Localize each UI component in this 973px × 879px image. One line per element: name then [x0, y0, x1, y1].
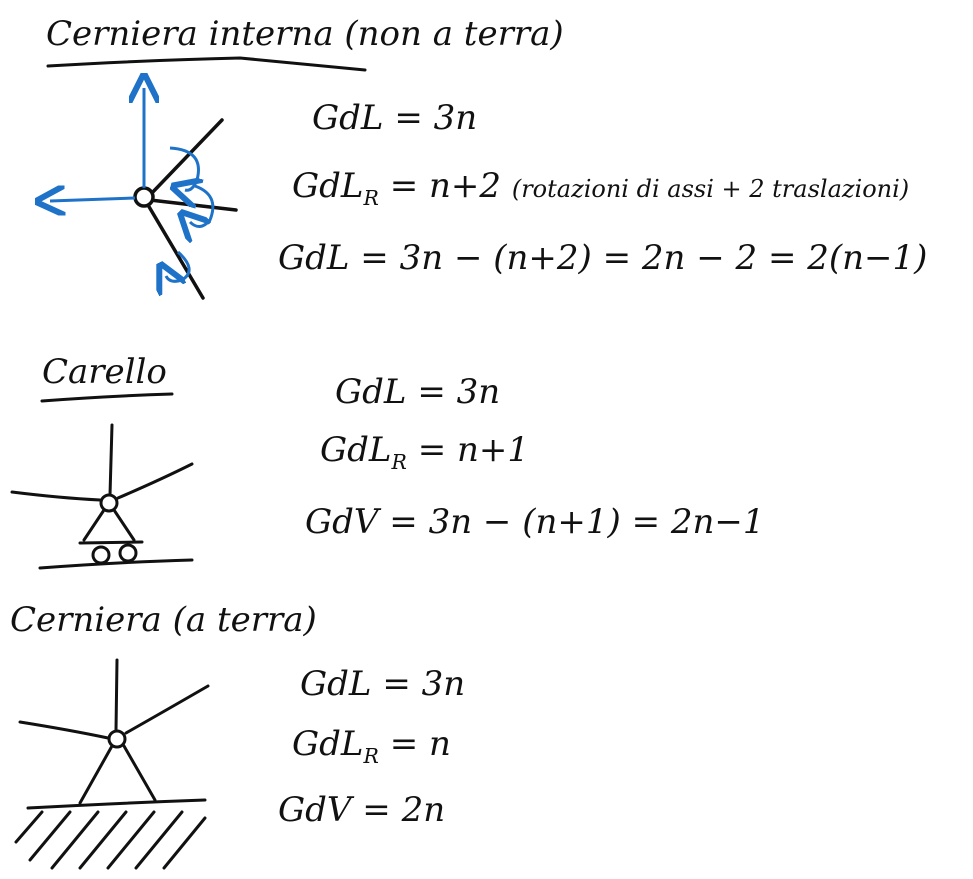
horizontal-translation-arrow	[50, 198, 136, 201]
ground-hinge-diagram	[14, 658, 210, 870]
rotation-arrow-2	[190, 184, 215, 227]
eq1-gdl-internal: GdL = 3n	[312, 98, 477, 138]
eq2-gdlr-ground: GdLR = n	[292, 724, 451, 768]
title-underline-2	[40, 392, 174, 403]
eq2-lhs: GdL	[292, 166, 364, 206]
eq1-lhs: GdL	[312, 98, 384, 138]
title-roller: Carello	[42, 352, 167, 392]
eq3-roller: GdV = 3n − (n+1) = 2n−1	[305, 502, 765, 542]
eq1-lhs: GdL	[300, 664, 372, 704]
eq1-lhs: GdL	[335, 372, 407, 412]
eq2-rhs: = n+2	[389, 166, 502, 206]
eq1-gdl-roller: GdL = 3n	[335, 372, 500, 412]
eq2-gdlr-roller: GdLR = n+1	[320, 430, 529, 474]
wheel-left	[91, 545, 111, 565]
eq1-rhs: = 3n	[382, 664, 466, 704]
eq2-rhs: = n	[389, 724, 451, 764]
rotation-arrow-1	[170, 146, 198, 190]
eq1-rhs: = 3n	[417, 372, 501, 412]
eq3-internal: GdL = 3n − (n+2) = 2n − 2 = 2(n−1)	[278, 238, 928, 278]
wheel-right	[118, 543, 138, 563]
roller-support-diagram	[10, 423, 194, 570]
ground-line	[38, 558, 194, 570]
rotation-arrow-3	[166, 250, 191, 281]
eq2-gdlr-internal: GdLR = n+2 (rotazioni di assi + 2 trasla…	[292, 166, 909, 210]
title-internal-hinge: Cerniera interna (non a terra)	[46, 14, 564, 54]
eq2-lhs: GdL	[320, 430, 392, 470]
ground-hatching	[14, 810, 207, 870]
eq2-note: (rotazioni di assi + 2 traslazioni)	[511, 175, 910, 203]
ground-line-2	[26, 798, 207, 810]
eq2-rhs: = n+1	[417, 430, 530, 470]
eq2-sub: R	[363, 185, 379, 210]
eq2-sub: R	[363, 743, 379, 768]
title-ground-hinge: Cerniera (a terra)	[10, 600, 317, 640]
eq1-rhs: = 3n	[394, 98, 478, 138]
eq3-ground: GdV = 2n	[278, 790, 446, 830]
eq2-sub: R	[391, 449, 407, 474]
title-underline-1	[46, 56, 367, 72]
internal-hinge-diagram	[50, 88, 238, 300]
eq1-gdl-ground: GdL = 3n	[300, 664, 465, 704]
eq2-lhs: GdL	[292, 724, 364, 764]
